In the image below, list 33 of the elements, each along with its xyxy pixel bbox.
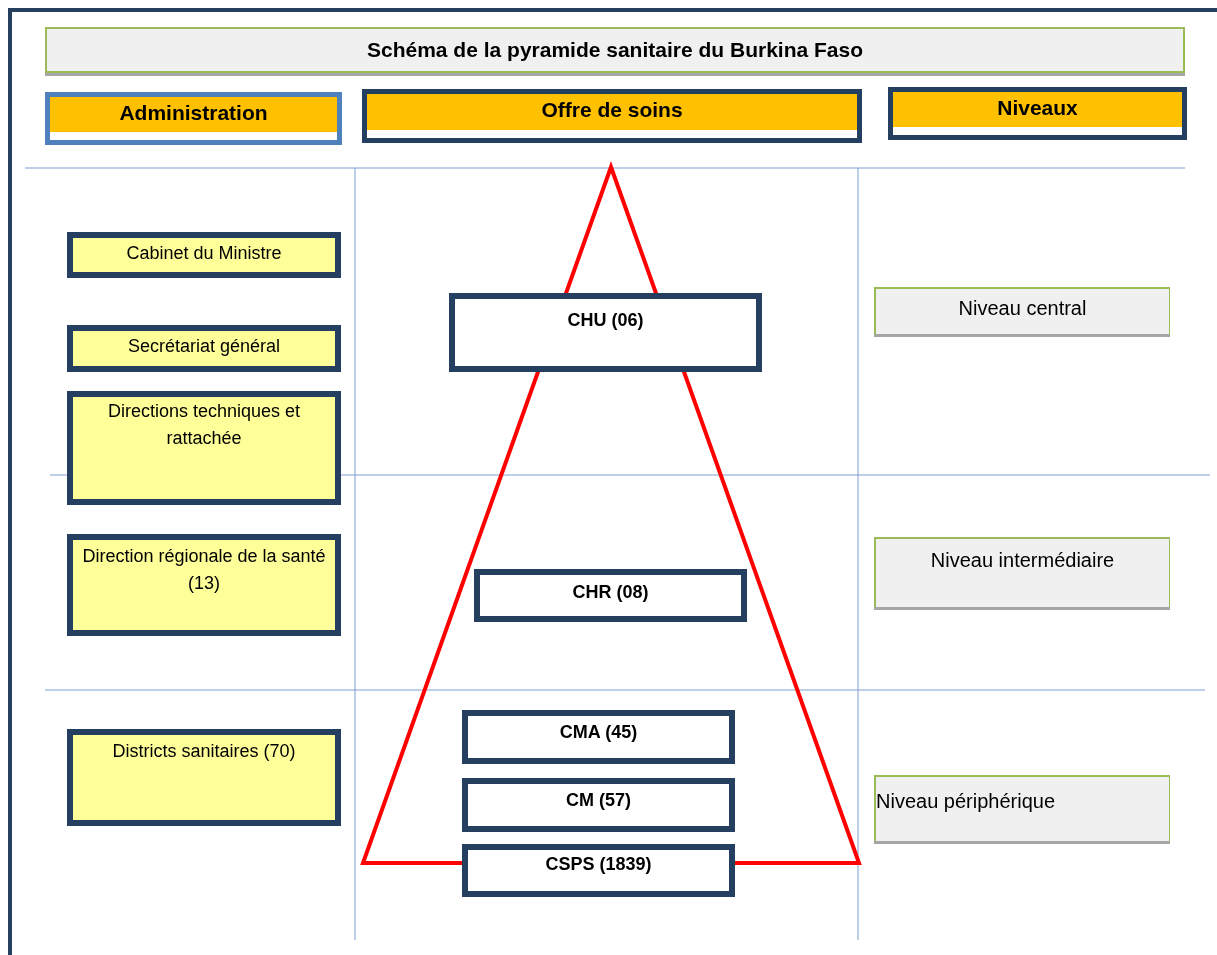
- column-heading: Offre de soins: [541, 97, 683, 123]
- facility-box: [449, 293, 762, 372]
- header-box: [45, 92, 342, 145]
- header-box: [362, 89, 862, 143]
- facility-label: CHU (06): [567, 309, 644, 332]
- facility-label: CSPS (1839): [545, 853, 652, 876]
- title: Schéma de la pyramide sanitaire du Burkina Faso: [367, 38, 863, 62]
- admin-box: [67, 391, 341, 505]
- facility-label: CHR (08): [572, 581, 649, 604]
- admin-box: [67, 325, 341, 372]
- column-heading: Niveaux: [997, 95, 1078, 121]
- header-box: [888, 87, 1187, 140]
- admin-label: Districts sanitaires (70): [112, 740, 296, 763]
- admin-box: [67, 232, 341, 278]
- facility-label: CMA (45): [559, 721, 638, 744]
- column-heading: Administration: [119, 100, 268, 126]
- level-box: [874, 537, 1170, 607]
- facility-label: CM (57): [566, 789, 631, 812]
- admin-label: Secrétariat général: [127, 335, 281, 358]
- level-label: Niveau intermédiaire: [930, 548, 1115, 573]
- admin-box: [67, 729, 341, 826]
- facility-box: [462, 710, 735, 764]
- level-box: [874, 775, 1170, 841]
- admin-box: [67, 534, 341, 636]
- level-label: Niveau central: [958, 296, 1087, 321]
- admin-label: Cabinet du Ministre: [126, 242, 282, 265]
- facility-box: [462, 844, 735, 897]
- level-label: Niveau périphérique: [876, 789, 1055, 814]
- level-box: [874, 287, 1170, 334]
- admin-label: Direction régionale de la santé (13): [81, 545, 327, 595]
- facility-box: [474, 569, 747, 622]
- admin-label: Directions techniques et rattachée: [106, 400, 302, 450]
- facility-box: [462, 778, 735, 832]
